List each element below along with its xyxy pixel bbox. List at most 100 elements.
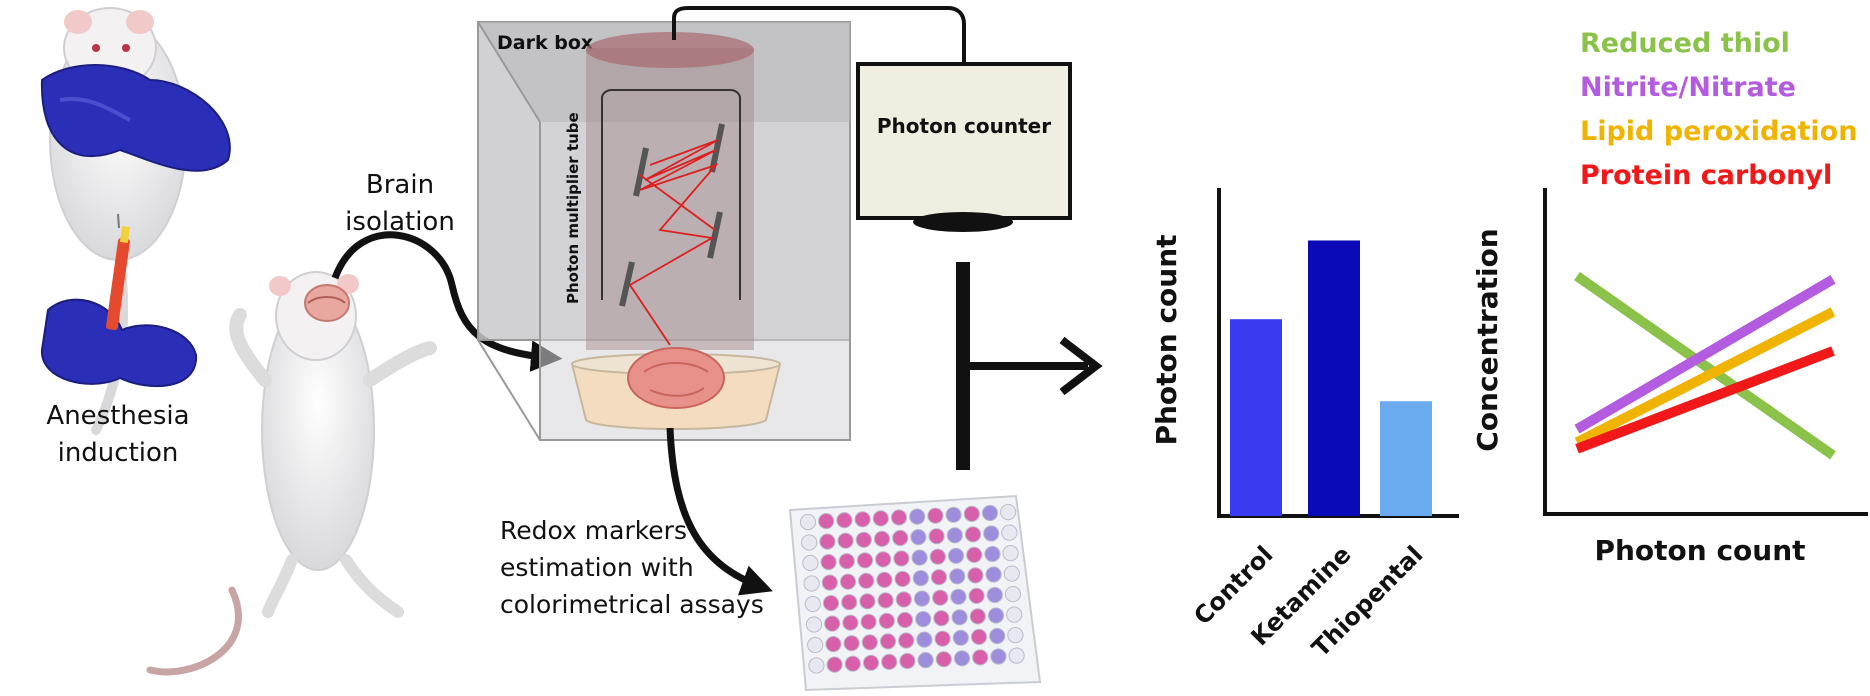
well xyxy=(930,569,948,586)
well xyxy=(987,607,1005,624)
well xyxy=(896,611,914,629)
well xyxy=(836,512,853,529)
well xyxy=(972,649,989,666)
well-grid xyxy=(799,503,1025,674)
well xyxy=(969,608,986,625)
well xyxy=(933,610,950,627)
well xyxy=(952,629,969,646)
pmt-label: Photon multiplier tube xyxy=(564,112,582,304)
well xyxy=(856,552,874,569)
well xyxy=(917,652,934,669)
well xyxy=(964,526,982,543)
well xyxy=(983,525,1000,542)
well xyxy=(804,595,821,613)
well xyxy=(1006,606,1023,623)
well xyxy=(820,554,837,571)
well xyxy=(878,612,895,630)
well xyxy=(953,650,971,667)
redox-label-line2: estimation with xyxy=(500,553,694,582)
well xyxy=(818,513,835,530)
well xyxy=(1002,545,1019,562)
well xyxy=(963,505,980,523)
well xyxy=(803,575,820,592)
well xyxy=(875,551,892,568)
well xyxy=(910,529,927,546)
well xyxy=(819,533,836,550)
well xyxy=(881,653,898,671)
well xyxy=(838,553,855,570)
well xyxy=(859,593,876,610)
dissected-rat-illustration xyxy=(146,271,437,676)
line-series-lipid-peroxidation xyxy=(1574,307,1836,447)
well xyxy=(841,594,858,611)
well xyxy=(872,510,889,527)
line-series-protein-carbonyl xyxy=(1575,346,1835,454)
anesthesia-label-line2: induction xyxy=(58,438,179,468)
well xyxy=(984,545,1001,563)
well xyxy=(844,655,861,672)
well xyxy=(985,566,1002,583)
line-series-reduced-thiol xyxy=(1574,271,1836,460)
well xyxy=(989,627,1006,645)
well xyxy=(911,549,928,566)
well xyxy=(967,567,984,584)
well xyxy=(1007,627,1024,644)
bar-control xyxy=(1230,319,1282,516)
blue-glove-top xyxy=(40,64,231,172)
well xyxy=(801,534,818,551)
well xyxy=(854,511,871,528)
well xyxy=(826,656,843,673)
well xyxy=(947,547,965,564)
well xyxy=(839,573,857,590)
well xyxy=(899,652,916,670)
well xyxy=(970,628,988,646)
blue-glove-bottom xyxy=(40,298,198,388)
well xyxy=(945,506,962,523)
well-plate xyxy=(788,494,1042,692)
brain-isolation-label-line2: isolation xyxy=(345,207,455,237)
line-series-nitrite-nitrate xyxy=(1574,274,1836,434)
well xyxy=(929,548,946,565)
well xyxy=(916,631,933,648)
cable-to-counter xyxy=(672,6,966,62)
well xyxy=(877,592,894,609)
dark-box-label: Dark box xyxy=(497,32,593,54)
photon-counter-monitor xyxy=(856,62,1072,232)
redox-label-line1: Redox markers xyxy=(500,516,687,545)
well xyxy=(805,616,823,633)
well xyxy=(981,504,999,522)
well xyxy=(862,654,880,671)
split-arrow xyxy=(956,262,1103,470)
well xyxy=(1000,503,1017,521)
well xyxy=(799,513,817,531)
syringe-icon xyxy=(106,213,131,330)
arrow-brain-isolation xyxy=(331,231,563,372)
well xyxy=(1001,524,1018,541)
well xyxy=(915,611,932,628)
petri-dish-with-brain xyxy=(570,347,782,430)
well xyxy=(824,615,841,632)
legend-entry: Reduced thiol xyxy=(1580,28,1790,59)
bar-chart-y-label: Photon count xyxy=(1150,234,1183,445)
well xyxy=(892,529,909,547)
legend-entry: Nitrite/Nitrate xyxy=(1580,72,1796,103)
well xyxy=(843,635,860,652)
well xyxy=(1003,565,1020,582)
well xyxy=(986,586,1003,604)
arrow-to-plate xyxy=(666,427,773,596)
legend-entry: Lipid peroxidation xyxy=(1580,116,1857,147)
well xyxy=(879,633,897,650)
well xyxy=(1004,586,1022,603)
well xyxy=(821,574,838,591)
well xyxy=(802,554,819,572)
well xyxy=(837,532,854,549)
well xyxy=(949,568,966,585)
well xyxy=(934,630,951,647)
well xyxy=(860,613,877,630)
well xyxy=(893,550,910,567)
well xyxy=(935,651,952,668)
well xyxy=(913,590,931,607)
well xyxy=(876,571,893,589)
